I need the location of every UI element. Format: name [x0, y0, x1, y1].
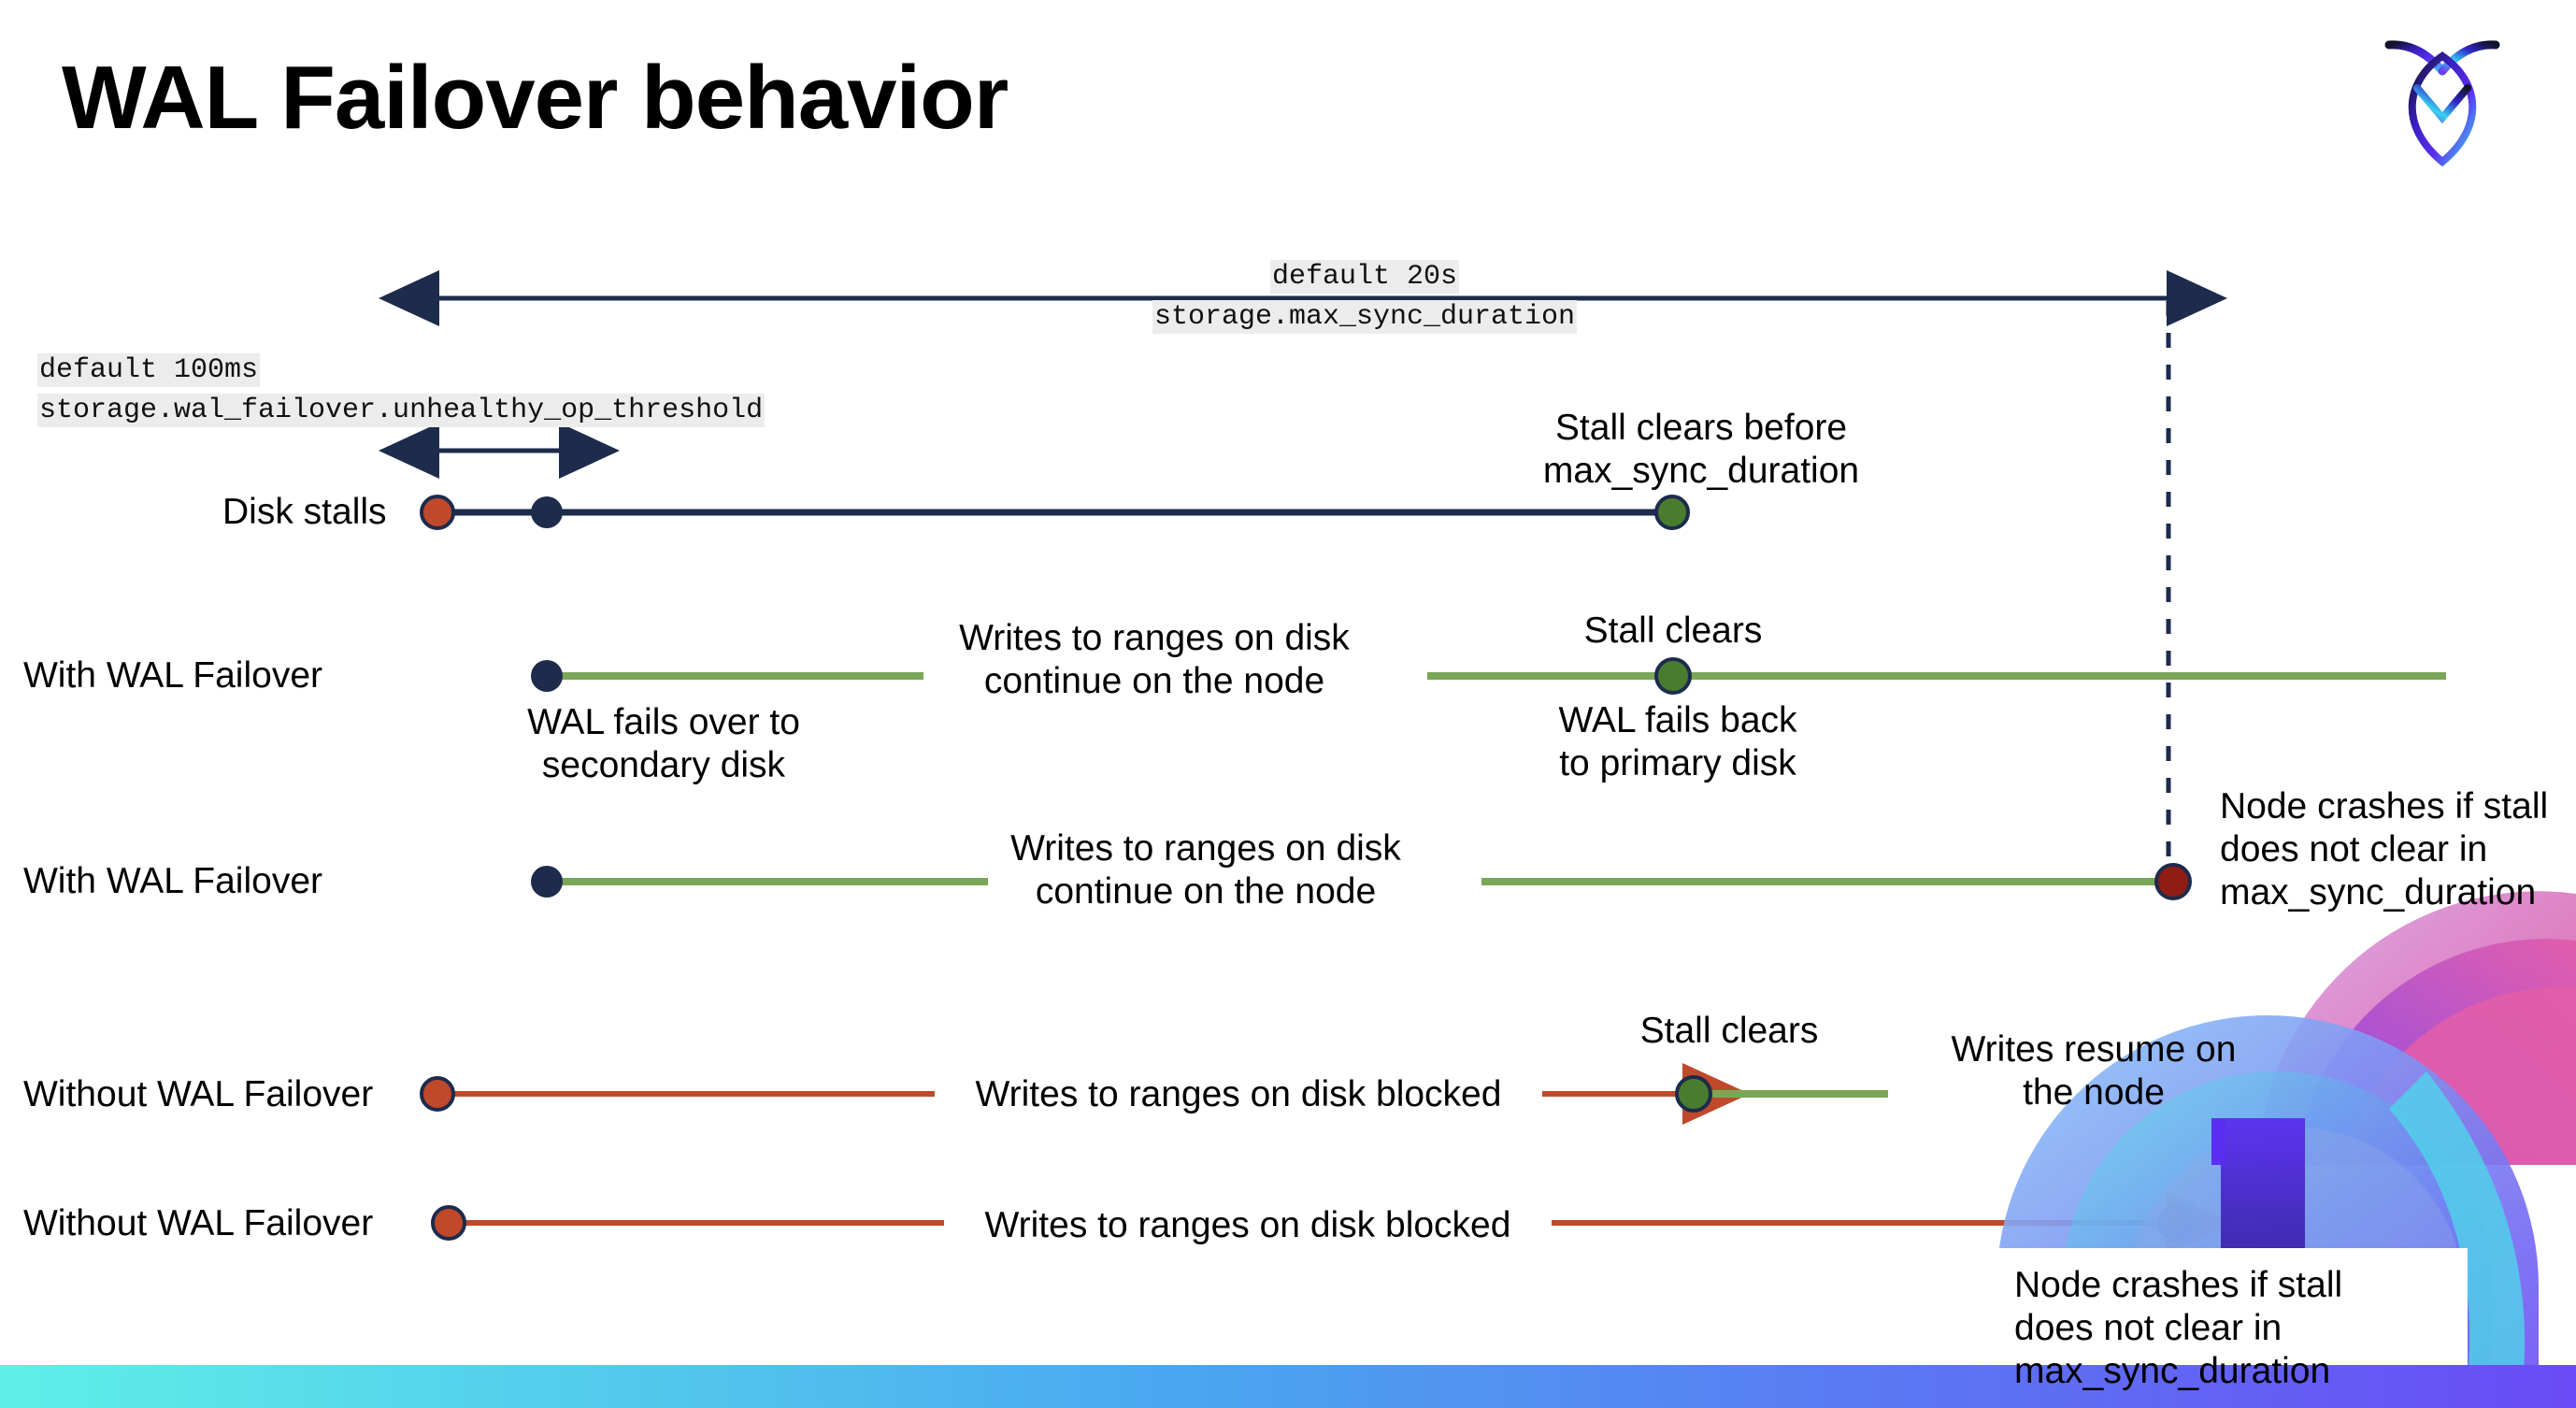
wal-failover-1-stall-clears-dot	[1654, 657, 1692, 695]
no-failover-2-start-dot	[431, 1205, 466, 1241]
row-label-without-wal-failover-1: Without WAL Failover	[23, 1074, 374, 1114]
annotation-node-crashes-1: Node crashes if stall does not clear in …	[2220, 786, 2549, 912]
annotation-stall-clears-2: Stall clears	[1639, 1011, 1819, 1051]
annotation-node-crashes-2: Node crashes if stall does not clear in …	[2014, 1265, 2343, 1391]
annotation-stall-clears-1: Stall clears	[1583, 611, 1763, 651]
row-label-with-wal-failover-1: With WAL Failover	[23, 655, 322, 696]
max-sync-duration-callout: default 20s storage.max_sync_duration	[1152, 257, 1578, 338]
unhealthy-op-threshold-callout: default 100ms storage.wal_failover.unhea…	[37, 351, 766, 431]
annotation-writes-blocked-2: Writes to ranges on disk blocked	[984, 1205, 1511, 1245]
no-failover-1-start-dot	[420, 1076, 455, 1112]
row-label-without-wal-failover-2: Without WAL Failover	[23, 1203, 374, 1243]
annotation-writes-continue-2: Writes to ranges on disk continue on the…	[1010, 828, 1401, 912]
annotation-stall-clears-before-max-sync: Stall clears before max_sync_duration	[1542, 408, 1860, 491]
disk-stall-failover-dot	[531, 496, 563, 528]
row-label-with-wal-failover-2: With WAL Failover	[23, 861, 322, 901]
wal-failover-2-start-dot	[531, 866, 563, 898]
annotation-writes-resume: Writes resume on the node	[1951, 1029, 2237, 1113]
page-title: WAL Failover behavior	[62, 48, 1009, 148]
max-sync-default-value: default 20s	[1269, 260, 1460, 294]
wal-failover-2-crash-dot	[2154, 863, 2192, 900]
annotation-writes-blocked-1: Writes to ranges on disk blocked	[975, 1074, 1502, 1114]
annotation-backdrop-upper	[2299, 1248, 2468, 1365]
annotation-wal-fails-over: WAL fails over to secondary disk	[527, 702, 800, 785]
bottom-gradient-bar	[0, 1365, 2576, 1408]
wal-failover-1-start-dot	[531, 660, 563, 692]
annotation-writes-continue-1: Writes to ranges on disk continue on the…	[959, 618, 1350, 701]
disk-stall-start-dot	[420, 495, 455, 530]
no-failover-1-stall-clears-dot	[1675, 1075, 1712, 1113]
unhealthy-op-default-value: default 100ms	[37, 353, 261, 387]
max-sync-setting-name: storage.max_sync_duration	[1152, 300, 1578, 334]
no-failover-2-crash-dot	[2157, 1204, 2195, 1242]
disk-stall-clears-dot	[1654, 495, 1690, 530]
row-label-disk-stalls: Disk stalls	[222, 492, 387, 532]
cockroachdb-logo	[2382, 28, 2503, 168]
annotation-wal-fails-back: WAL fails back to primary disk	[1558, 700, 1797, 783]
unhealthy-op-setting-name: storage.wal_failover.unhealthy_op_thresh…	[37, 394, 766, 427]
